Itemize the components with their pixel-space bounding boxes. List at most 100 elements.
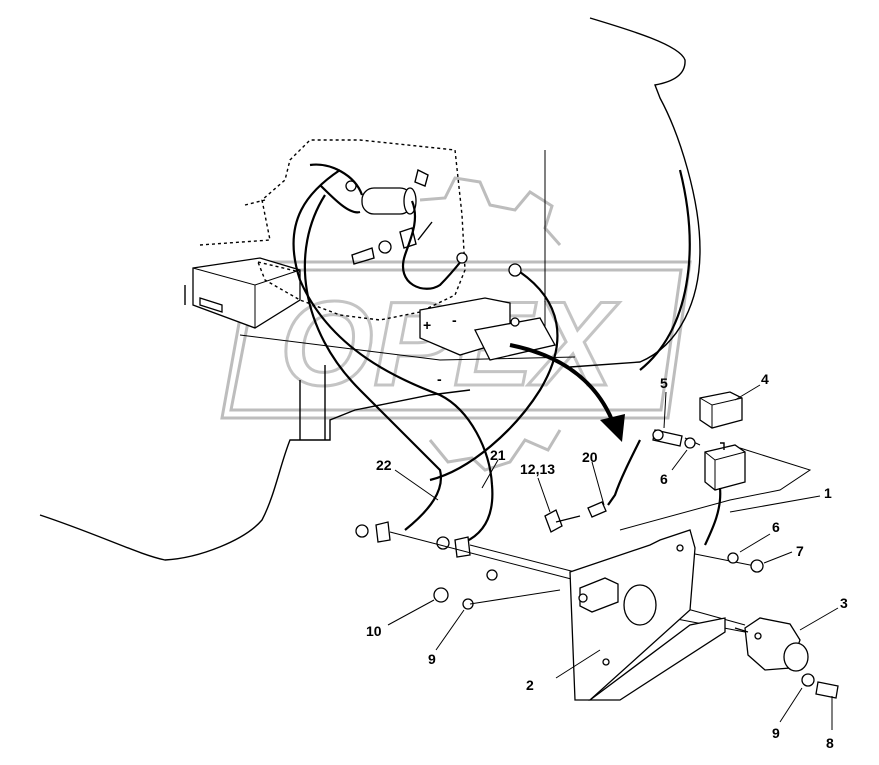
relay-pin	[720, 442, 725, 450]
strap-lug	[456, 252, 468, 264]
washer-mid	[486, 569, 498, 581]
nut-left-1	[355, 524, 369, 538]
ring-terminal-21	[454, 536, 471, 558]
callout-7: 7	[796, 543, 804, 559]
callout-6a: 6	[660, 471, 668, 487]
switch-button	[783, 642, 809, 672]
wire-21	[292, 169, 494, 543]
relay-body	[704, 444, 746, 491]
battery-box	[192, 257, 301, 329]
wire-fender-route	[639, 169, 691, 371]
mount-clip	[399, 227, 417, 249]
leader-10	[387, 599, 435, 626]
bracket-terminal-stud	[578, 593, 588, 603]
nut-7	[750, 559, 764, 573]
switch-flange-hole	[754, 632, 762, 640]
watermark-gear-bottom	[428, 429, 562, 472]
leader-2	[555, 649, 601, 679]
leader-9b	[779, 687, 803, 723]
switch-thread	[734, 627, 749, 633]
connector-lead	[555, 515, 581, 523]
washer-9-right	[801, 673, 815, 687]
leader-21	[481, 459, 499, 489]
watermark-frame-inner	[229, 268, 683, 412]
bolt-5	[652, 429, 696, 449]
align-line-4	[684, 551, 756, 567]
callout-21: 21	[490, 447, 506, 463]
relocation-arrow-shaft	[509, 343, 614, 421]
panel-minus-sign: -	[452, 312, 457, 328]
relay-wire	[704, 487, 722, 546]
callout-1: 1	[824, 485, 832, 501]
condenser-wire-a	[309, 163, 364, 196]
washer-6-right	[727, 552, 739, 564]
bracket-flange-hole	[602, 658, 610, 666]
mounting-bracket	[569, 529, 726, 701]
wire-22	[303, 194, 443, 531]
condenser-wire-b	[319, 184, 361, 214]
vehicle-body-outline	[39, 17, 701, 561]
relocation-arrow	[509, 343, 625, 442]
nut-left-2	[436, 536, 450, 550]
wire-panel-loop	[429, 271, 559, 482]
bracket-terminal-block	[579, 577, 619, 613]
watermark-frame-outer	[220, 260, 692, 420]
callout-3: 3	[840, 595, 848, 611]
condenser-assembly	[309, 163, 468, 290]
condenser-nut	[345, 180, 357, 192]
bracket-hole	[623, 584, 657, 626]
connector-housing	[544, 509, 563, 533]
panel-top-stud	[508, 263, 522, 277]
watermark-gear-top	[419, 176, 562, 246]
callout-8: 8	[826, 735, 834, 751]
callout-6b: 6	[772, 519, 780, 535]
leader-12-13	[537, 477, 551, 513]
leader-22	[394, 469, 439, 501]
relocation-arrow-head	[600, 414, 625, 442]
leader-3	[799, 607, 839, 631]
clip-arm	[417, 221, 433, 241]
align-line-3	[469, 589, 561, 605]
body-floor-line	[239, 334, 576, 361]
bracket-flange	[588, 617, 726, 701]
fender-outline	[569, 17, 701, 368]
callout-20: 20	[582, 449, 598, 465]
connector-12-13	[544, 509, 581, 533]
callout-12-13: 12,13	[520, 461, 555, 477]
panel-hole	[510, 317, 520, 327]
leader-5	[663, 391, 667, 429]
callout-9a: 9	[428, 651, 436, 667]
outline-dash-2	[257, 261, 301, 273]
bracket-small-hole	[676, 544, 684, 552]
condenser-ground-strap	[402, 200, 463, 290]
callout-2: 2	[526, 677, 534, 693]
washer-6-top	[684, 437, 696, 449]
panel-plus-sign: +	[423, 317, 431, 333]
leader-6a	[671, 449, 688, 471]
inline-connector	[587, 501, 607, 518]
relay-assembly	[699, 391, 746, 546]
callout-9b: 9	[772, 725, 780, 741]
condenser-tab	[414, 168, 429, 187]
screw-8	[815, 681, 839, 699]
align-line-relay	[619, 447, 812, 531]
terminal-panel: + - -	[419, 263, 556, 387]
align-line-2	[469, 544, 576, 573]
callout-5: 5	[660, 375, 668, 391]
panel-minus-sign-lower: -	[437, 371, 442, 387]
push-switch	[734, 617, 839, 699]
mount-washer	[378, 240, 392, 254]
ring-terminal-22	[375, 521, 391, 543]
relay-cover	[699, 391, 743, 429]
wire-20	[607, 439, 641, 506]
leader-7	[763, 551, 793, 564]
leader-20	[591, 461, 605, 506]
leader-1	[729, 495, 821, 513]
callout-labels: 1 2 3 4 5 6 6 7 8 9 9 10 12,13 20 21 22	[366, 371, 848, 751]
mount-bolt	[351, 247, 375, 265]
align-line-1	[389, 531, 576, 581]
cab-bottom-outline	[39, 389, 471, 561]
callout-4: 4	[761, 371, 769, 387]
nut-10	[433, 587, 449, 603]
